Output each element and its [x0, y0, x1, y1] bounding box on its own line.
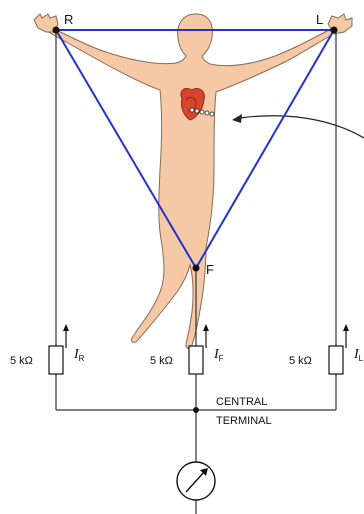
right-hand	[33, 13, 59, 33]
resistor-label-foot: 5 kΩ	[150, 355, 173, 367]
resistor-right	[48, 345, 64, 375]
label-foot: F	[206, 262, 214, 277]
electrode-right-arm	[52, 26, 60, 34]
resistor-label-left: 5 kΩ	[289, 355, 312, 367]
heart-icon	[180, 87, 215, 121]
label-right-arm: R	[64, 12, 73, 27]
pointer-arrowhead	[232, 114, 242, 123]
pointer-arrow	[239, 115, 364, 139]
electrode-foot	[192, 264, 200, 272]
resistor-left	[328, 345, 344, 375]
central-terminal-label-line1: CENTRAL	[216, 396, 267, 408]
resistor-label-right: 5 kΩ	[10, 355, 33, 367]
voltmeter-icon	[176, 461, 216, 501]
lead-wires	[55, 30, 337, 514]
central-terminal-label-line2: TERMINAL	[216, 415, 272, 427]
body-silhouette	[46, 13, 333, 349]
current-label-left: IL	[353, 347, 364, 363]
label-left-arm: L	[316, 12, 323, 27]
current-arrows	[63, 324, 349, 348]
current-label-right: IR	[73, 347, 85, 363]
current-label-foot: IF	[213, 347, 224, 363]
einthoven-triangle	[55, 29, 335, 269]
human-body	[33, 13, 353, 349]
electrode-left-arm	[330, 26, 338, 34]
resistor-foot	[188, 345, 204, 375]
central-terminal-node	[193, 407, 199, 413]
